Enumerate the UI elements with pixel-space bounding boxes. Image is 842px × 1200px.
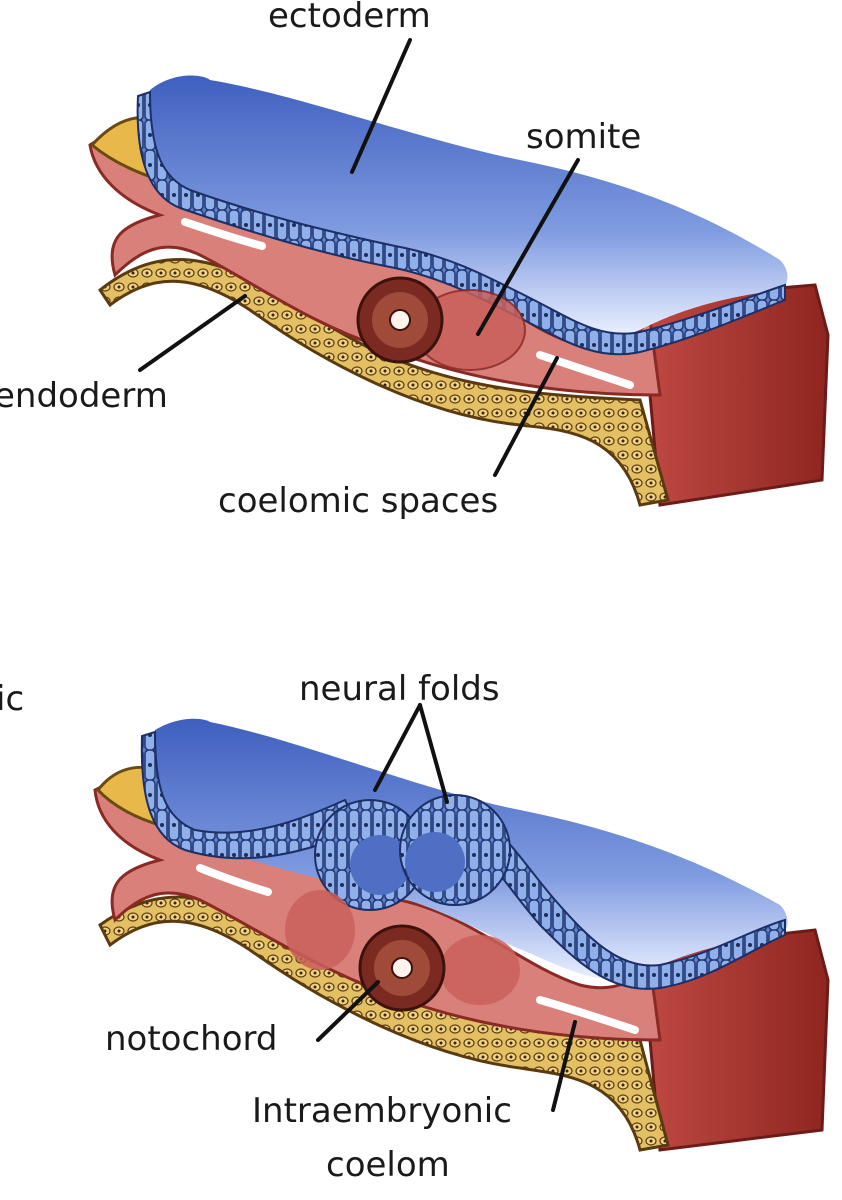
bottom-embryo-section (95, 719, 828, 1150)
bottom-somite-right (440, 935, 520, 1005)
label-intraembryonic: Intraembryonic (252, 1091, 512, 1131)
label-notochord: notochord (105, 1019, 278, 1059)
label-partial-left: ic (0, 679, 24, 719)
label-coelom: coelom (326, 1145, 450, 1185)
endoderm-leader (140, 296, 245, 370)
top-notochord (358, 278, 442, 362)
label-endoderm: endoderm (0, 376, 168, 416)
bottom-notochord (360, 926, 444, 1010)
neural-fold-right (400, 795, 510, 905)
bottom-somite-left (285, 890, 355, 970)
top-embryo-section (90, 76, 828, 505)
label-ectoderm: ectoderm (268, 0, 431, 36)
label-neural-folds: neural folds (299, 669, 500, 709)
label-coelomic-spaces: coelomic spaces (218, 481, 498, 521)
label-somite: somite (526, 117, 641, 157)
